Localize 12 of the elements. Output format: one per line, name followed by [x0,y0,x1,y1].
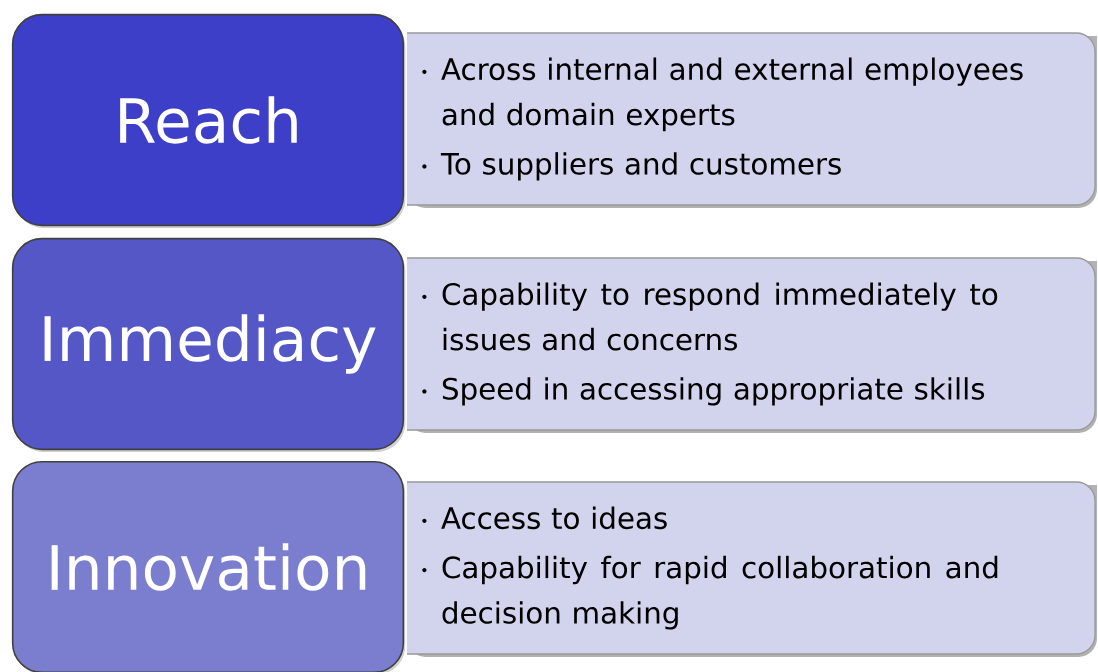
bullet-item: Capability for rapid collaboration and decision making [422,555,998,630]
bullet-item: Speed in accessing appropriate skills [422,377,985,406]
bullet-item: Capability to respond immediately to issues and concerns [422,282,998,351]
list-box [406,32,1097,208]
title-box: Reach [11,13,406,228]
bullet-item: Across internal and external employees and domain experts [422,57,1023,132]
title-box: Immediacy [11,237,406,452]
list-box [406,481,1097,657]
bullet-item: To suppliers and customers [422,152,841,181]
bullet-item: Access to ideas [422,506,667,530]
list-box [406,257,1097,433]
title-box: Innovation [11,460,406,672]
